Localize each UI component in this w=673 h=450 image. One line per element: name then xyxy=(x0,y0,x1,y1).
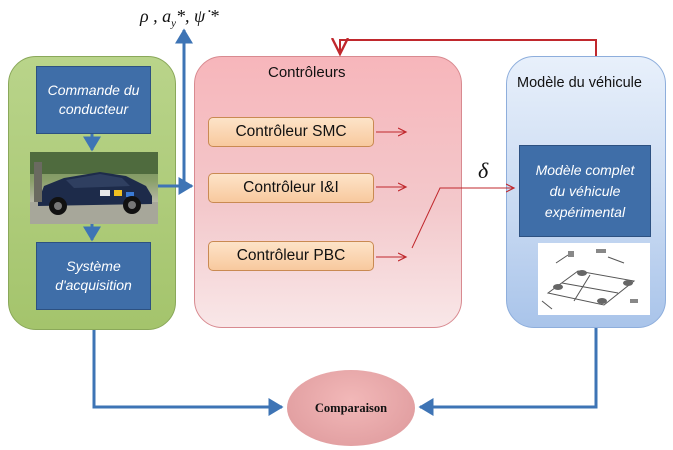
vehicle-schematic xyxy=(538,243,650,315)
outputs-formula: ρ , ay*, ψ̇ * xyxy=(140,6,219,30)
controller-pbc: Contrôleur PBC xyxy=(208,241,374,271)
arrow-model-to-comparison xyxy=(418,328,598,416)
acquisition-system-box: Système d'acquisition xyxy=(36,242,151,310)
outputs-formula-main: ρ , a xyxy=(140,6,172,26)
steering-angle-label: δ xyxy=(478,158,489,183)
vehicle-model-title: Modèle du véhicule xyxy=(517,75,642,91)
outputs-formula-sub: y xyxy=(171,17,177,30)
arrow-feedback-loop xyxy=(340,40,597,56)
vehicle-photo xyxy=(30,152,158,224)
outputs-formula-rest: *, ψ̇ * xyxy=(176,6,219,26)
driver-command-box: Commande du conducteur xyxy=(36,66,151,134)
arrow-delta-to-model xyxy=(411,188,514,249)
controller-smc: Contrôleur SMC xyxy=(208,117,374,147)
controller-ii: Contrôleur I&I xyxy=(208,173,374,203)
comparison-label: Comparaison xyxy=(314,400,388,415)
comparison-node: Comparaison xyxy=(287,370,415,446)
controllers-title: Contrôleurs xyxy=(268,64,346,81)
full-vehicle-model-box: Modèle complet du véhicule expérimental xyxy=(519,145,651,237)
arrow-acquisition-to-comparison xyxy=(92,330,284,416)
